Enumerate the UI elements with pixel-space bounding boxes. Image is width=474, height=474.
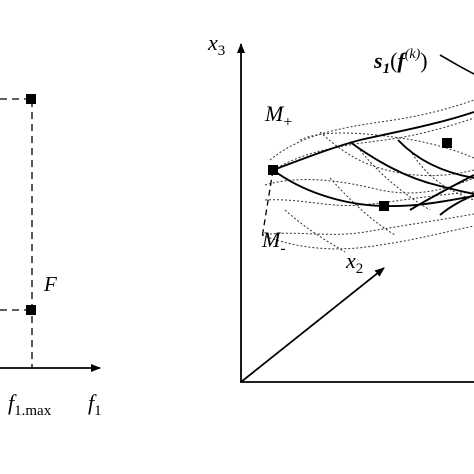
label-leader-line <box>439 54 474 75</box>
right-panel: x3 x2 M+ M- s1(f(k)) <box>207 30 474 383</box>
left-panel: F f1.max f1 <box>0 94 102 419</box>
start-square-marker <box>268 165 278 175</box>
solution-curve-branch-4 <box>439 194 474 216</box>
bounding-surface-mesh <box>261 99 474 253</box>
lower-bound-label: M- <box>261 227 286 257</box>
upper-square-marker <box>442 138 452 148</box>
x2-axis-label: x2 <box>345 248 363 277</box>
region-label-f: F <box>43 272 57 296</box>
top-square-marker <box>26 94 36 104</box>
solution-curve-branch-2 <box>397 139 474 179</box>
solution-curve-branch-1 <box>349 141 474 195</box>
f1-max-tick-label: f1.max <box>8 390 52 419</box>
solution-curve-upper <box>272 111 474 171</box>
upper-bound-label: M+ <box>264 101 292 131</box>
f1-axis-label: f1 <box>88 390 102 419</box>
bottom-square-marker <box>26 305 36 315</box>
middle-square-marker <box>379 201 389 211</box>
solution-curves <box>272 54 474 216</box>
x2-axis <box>240 267 385 383</box>
curve-label: s1(f(k)) <box>373 47 428 77</box>
solution-curve-branch-3 <box>409 174 474 211</box>
bound-connector-dashed <box>261 169 274 239</box>
x3-axis-label: x3 <box>207 30 225 59</box>
